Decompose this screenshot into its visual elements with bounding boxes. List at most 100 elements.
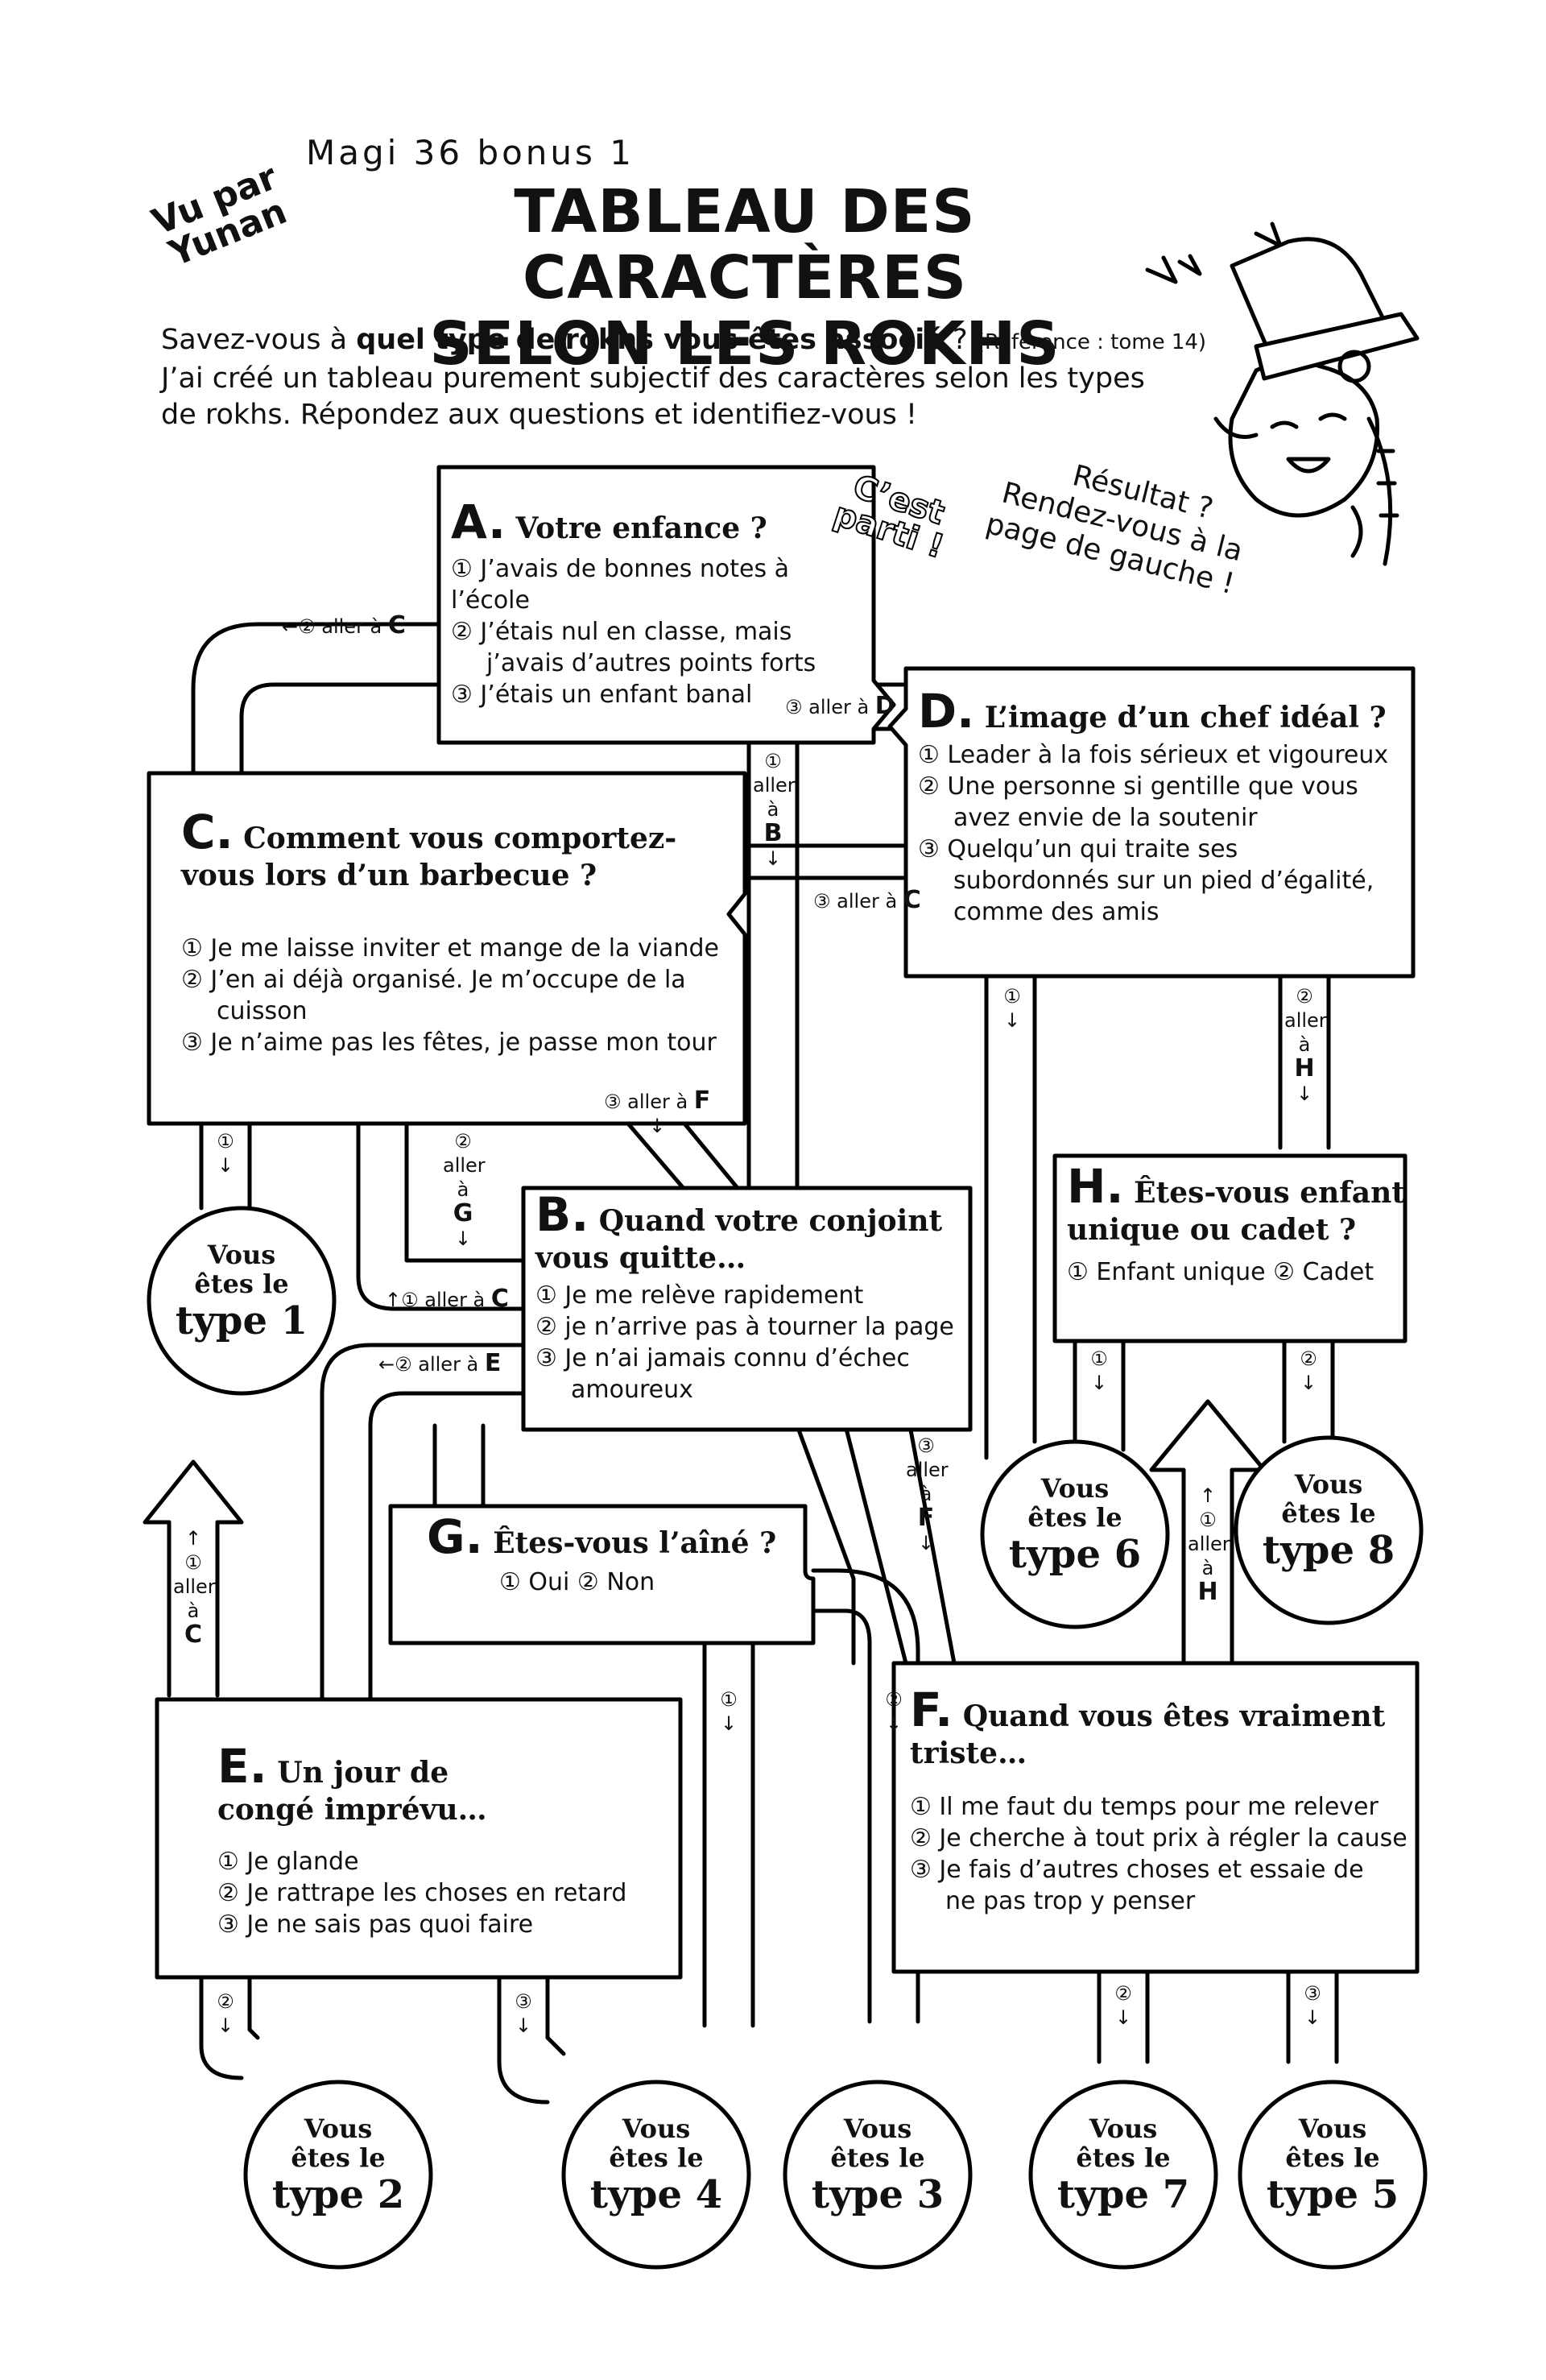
result-etes: êtes le — [1252, 2143, 1413, 2172]
flow-letter: H — [1197, 1578, 1217, 1606]
down-arrow-icon: ↓ — [507, 2014, 539, 2038]
q-f-answer-3b: ne pas trop y penser — [910, 1885, 1409, 1917]
down-arrow-icon: ↓ — [753, 846, 793, 871]
intro-1b: quel type de rokhs vous êtes associé — [356, 324, 944, 356]
question-f: F. Quand vous êtes vraiment triste… ① Il… — [910, 1691, 1409, 1917]
flow-letter: C — [184, 1620, 202, 1649]
result-type-label: type 8 — [1248, 1528, 1409, 1573]
q-d-answer-3c: comme des amis — [918, 896, 1409, 928]
result-vous: Vous — [994, 1474, 1155, 1503]
intro-line-3: de rokhs. Répondez aux questions et iden… — [161, 397, 1272, 433]
flow-letter: F — [694, 1087, 711, 1115]
flow-d1: ①↓ — [996, 984, 1028, 1033]
down-arrow-icon: ↓ — [209, 2014, 242, 2038]
intro-line-2: J’ai créé un tableau purement subjectif … — [161, 361, 1272, 397]
q-a-answer-2b: j’avais d’autres points forts — [451, 648, 870, 679]
q-h-answers: ① Enfant unique ② Cadet — [1067, 1256, 1405, 1288]
flow-letter: E — [485, 1349, 502, 1377]
flow-num: ② — [1284, 984, 1325, 1008]
flow-num: ② — [443, 1129, 483, 1153]
q-f-answer-1: ① Il me faut du temps pour me relever — [910, 1791, 1409, 1823]
down-arrow-icon: ↓ — [443, 1227, 483, 1251]
q-d-answer-2b: avez envie de la soutenir — [918, 802, 1409, 834]
flow-letter: B — [764, 819, 783, 847]
q-d-answer-3: ③ Quelqu’un qui traite ses — [918, 834, 1409, 865]
question-d: D. L’image d’un chef idéal ? ① Leader à … — [918, 693, 1409, 928]
flow-letter: D — [875, 692, 895, 720]
q-b-letter: B. — [535, 1187, 589, 1242]
result-type-label: type 3 — [797, 2172, 958, 2217]
q-f-answer-3: ③ Je fais d’autres choses et essaie de — [910, 1854, 1409, 1885]
question-b: B. Quand votre conjoint vous quitte… ① J… — [535, 1196, 970, 1405]
flow-num: ② — [878, 1687, 910, 1712]
q-c-answer-2b: cuisson — [181, 995, 737, 1027]
q-h-title-1: Êtes-vous enfant — [1134, 1176, 1405, 1210]
flow-a: à — [173, 1599, 213, 1623]
q-f-title-2: triste… — [910, 1735, 1409, 1772]
flow-num: ② — [209, 1989, 242, 2014]
q-d-answer-3b: subordonnés sur un pied d’égalité, — [918, 865, 1409, 896]
q-b-title-2: vous quitte… — [535, 1240, 970, 1277]
title-line-1: TABLEAU DES CARACTÈRES — [282, 179, 1208, 311]
q-e-title-1: Un jour de — [277, 1756, 449, 1790]
result-vous: Vous — [161, 1240, 322, 1269]
flow-num: ① — [173, 1550, 213, 1575]
up-arrow-icon: ↑ — [173, 1526, 213, 1550]
header-subtitle: Magi 36 bonus 1 — [306, 133, 635, 172]
down-arrow-icon: ↓ — [878, 1712, 910, 1736]
result-vous: Vous — [1248, 1470, 1409, 1499]
flow-text: ③ aller à — [785, 696, 869, 718]
flow-num: ② — [1292, 1347, 1325, 1371]
flow-letter: C — [388, 611, 406, 639]
result-type-label: type 2 — [258, 2172, 419, 2217]
q-d-letter: D. — [918, 684, 974, 739]
down-arrow-icon: ↓ — [1292, 1371, 1325, 1395]
q-a-title: Votre enfance ? — [516, 511, 767, 545]
up-arrow-to-h — [1151, 1401, 1264, 1470]
question-a: A. Votre enfance ? ① J’avais de bonnes n… — [451, 503, 870, 710]
flow-d3-to-c: ③ aller à C — [813, 888, 921, 913]
flow-letter: C — [903, 886, 921, 914]
flow-a: à — [443, 1178, 483, 1202]
result-type-4: Vousêtes letype 4 — [576, 2114, 737, 2217]
flow-a2-to-c: ←② aller à C — [282, 614, 406, 639]
q-b-answer-1: ① Je me relève rapidement — [535, 1280, 970, 1311]
question-g: G. Êtes-vous l’aîné ? ① Oui ② Non — [427, 1518, 805, 1598]
q-c-title-2: vous lors d’un barbecue ? — [181, 857, 737, 894]
flow-f3: ③↓ — [1296, 1981, 1329, 2030]
result-type-label: type 4 — [576, 2172, 737, 2217]
flow-a1-to-b: ①alleràB↓ — [753, 749, 793, 871]
flow-aller: aller — [906, 1458, 946, 1482]
flow-letter: G — [453, 1199, 473, 1227]
down-arrow-icon: ↓ — [713, 1712, 745, 1736]
flow-num: ① — [713, 1687, 745, 1712]
down-arrow-icon: ↓ — [1284, 1082, 1325, 1106]
flow-letter: C — [491, 1285, 509, 1313]
flow-f2: ②↓ — [1107, 1981, 1139, 2030]
down-arrow-icon: ↓ — [209, 1153, 242, 1178]
flow-num: ① — [1188, 1508, 1228, 1532]
down-arrow-icon: ↓ — [1107, 2005, 1139, 2030]
q-g-title: Êtes-vous l’aîné ? — [493, 1526, 776, 1560]
flow-num: ③ — [1296, 1981, 1329, 2005]
q-c-answer-2: ② J’en ai déjà organisé. Je m’occupe de … — [181, 964, 737, 995]
q-e-answer-2: ② Je rattrape les choses en retard — [217, 1877, 668, 1909]
q-b-answer-3: ③ Je n’ai jamais connu d’échec — [535, 1343, 970, 1374]
q-e-answer-1: ① Je glande — [217, 1846, 668, 1877]
flow-g2: ②↓ — [878, 1687, 910, 1736]
intro-1c: ? — [944, 324, 977, 356]
q-a-letter: A. — [451, 495, 506, 549]
q-a-answer-2: ② J’étais nul en classe, mais — [451, 616, 870, 648]
result-type-2: Vousêtes letype 2 — [258, 2114, 419, 2217]
flow-b2-to-e: ←② aller à E — [378, 1351, 501, 1376]
result-vous: Vous — [258, 2114, 419, 2143]
down-arrow-icon: ↓ — [996, 1008, 1028, 1033]
result-type-label: type 7 — [1043, 2172, 1204, 2217]
q-h-letter: H. — [1067, 1159, 1124, 1214]
flow-aller: aller — [1188, 1532, 1228, 1556]
up-arrow-to-c — [145, 1462, 242, 1522]
flow-a: à — [1188, 1556, 1228, 1580]
